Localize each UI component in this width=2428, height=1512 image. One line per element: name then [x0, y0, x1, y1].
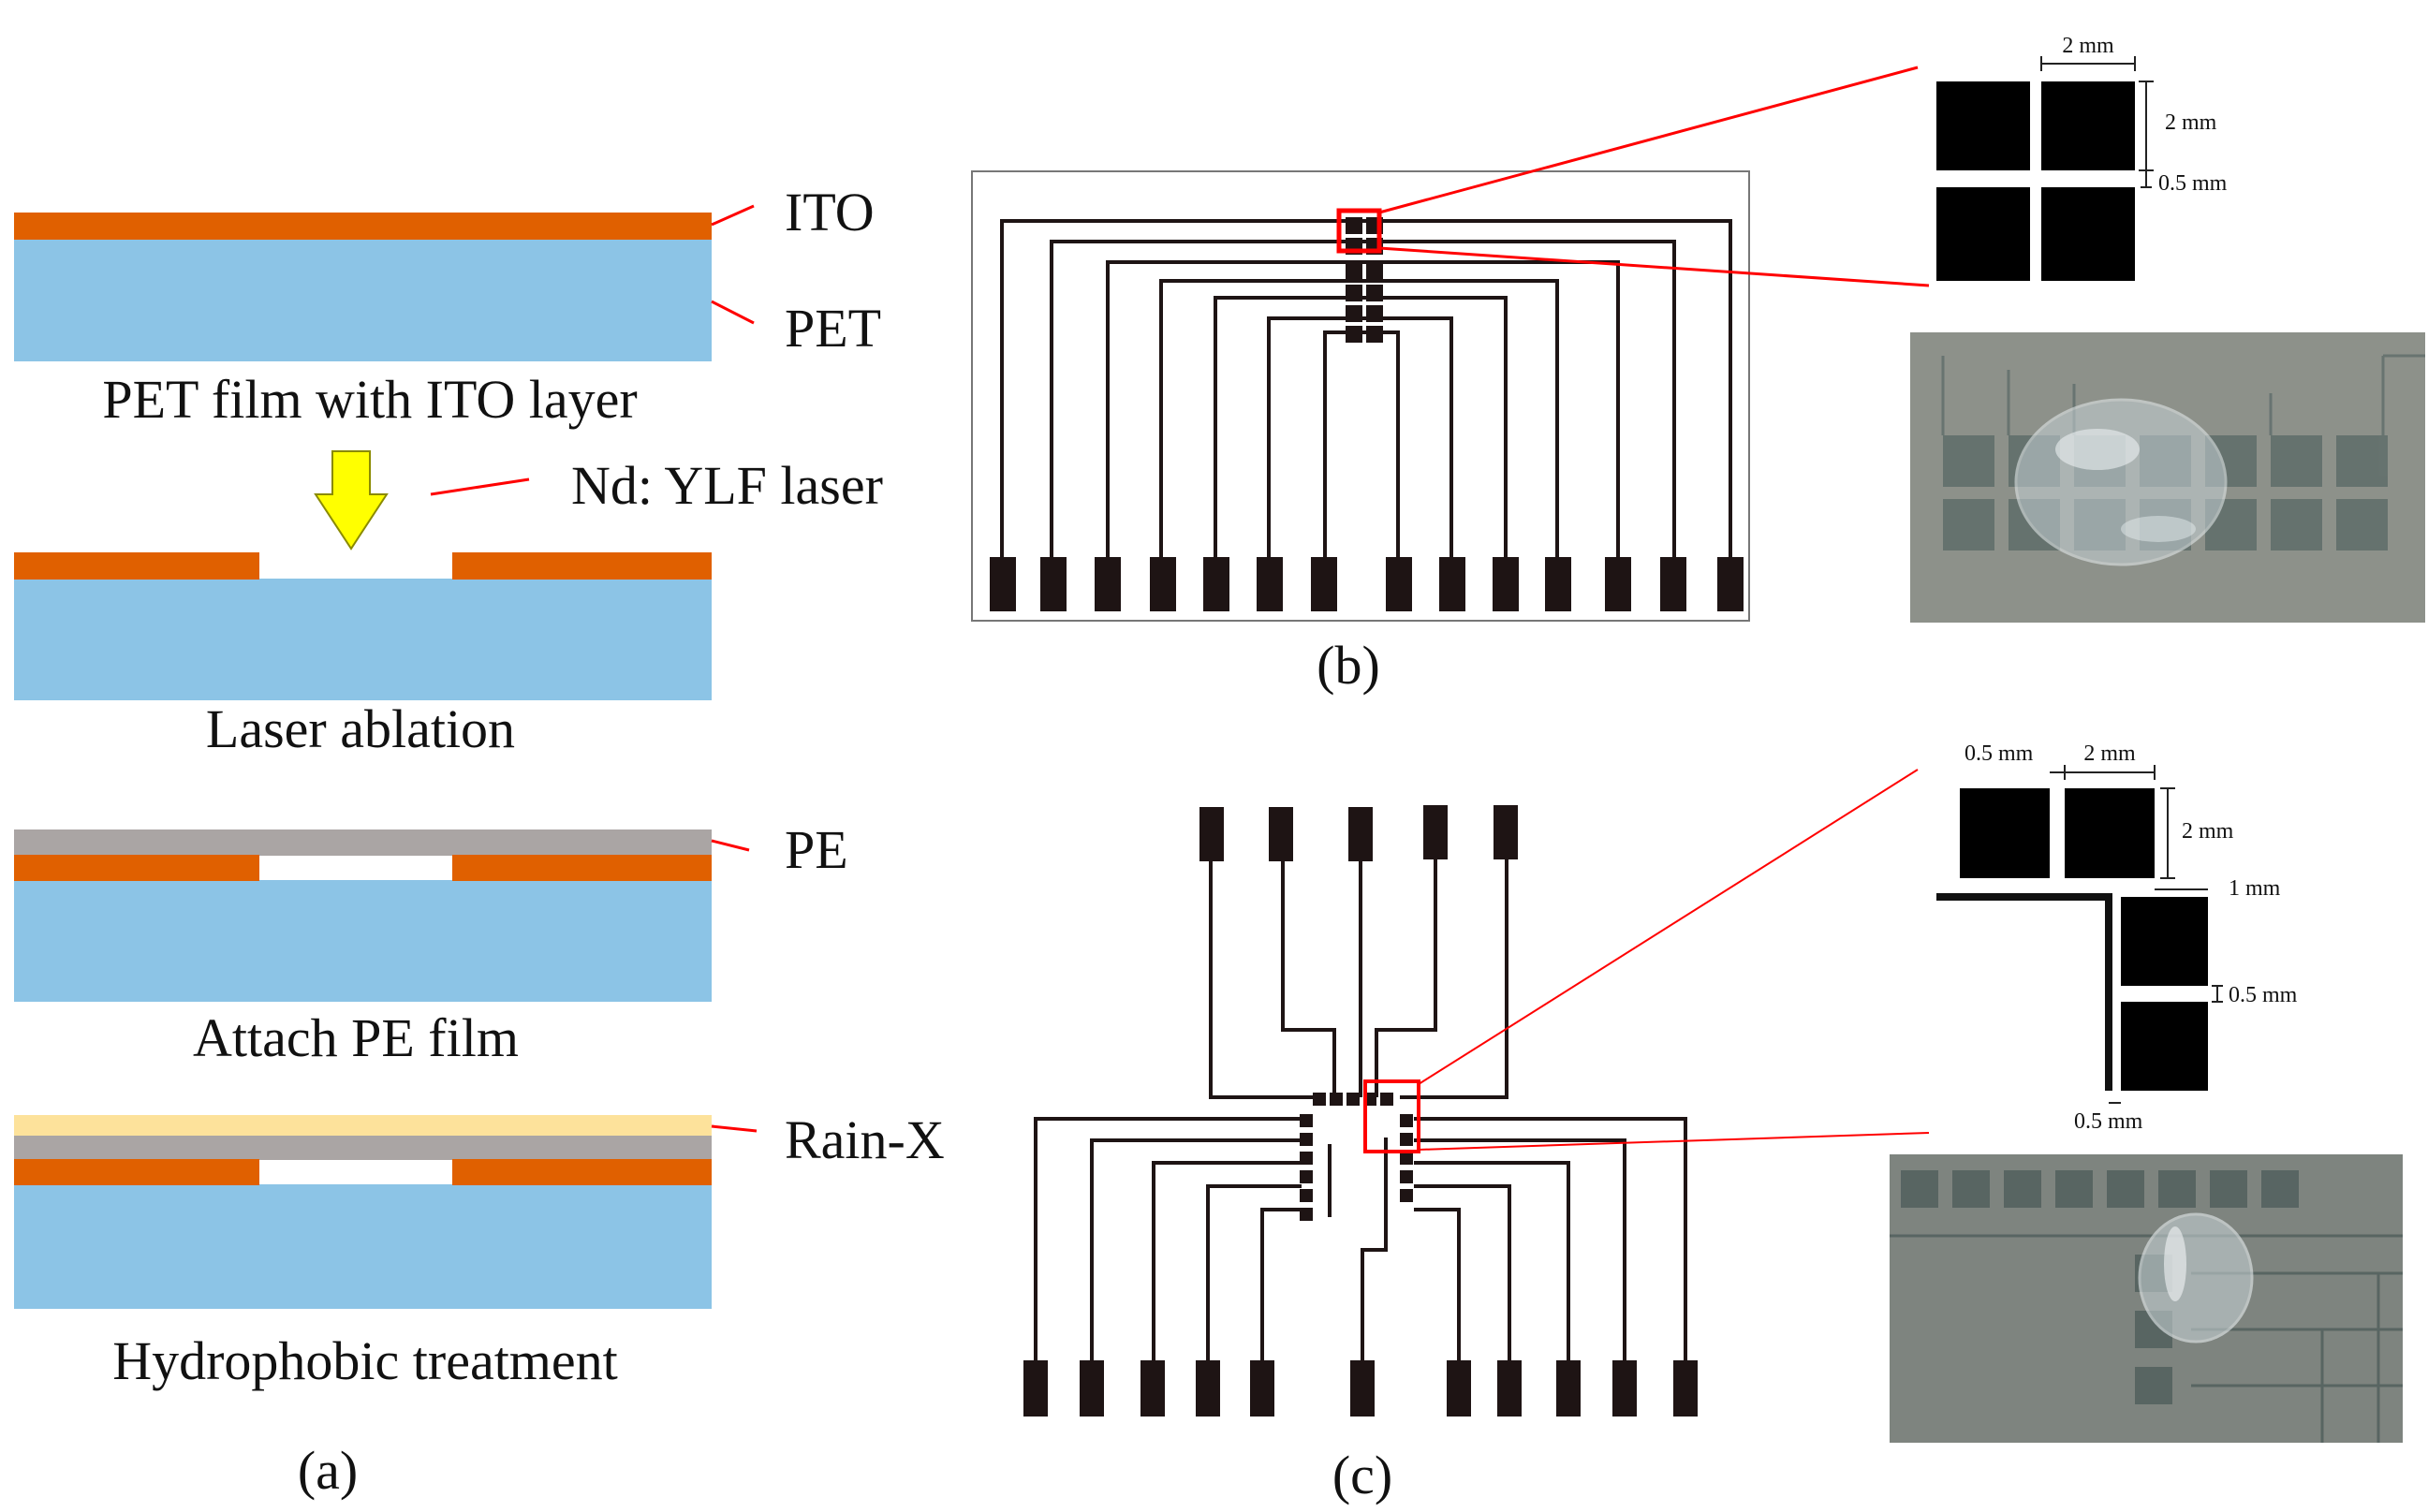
zoom-c-dim-gap-b: 0.5 mm [2074, 1109, 2143, 1134]
zoom-c-electrodes [1960, 788, 2208, 1091]
zoom-c-dim-w: 2 mm [2083, 741, 2136, 766]
zoom-c-trace [1936, 893, 2112, 1091]
pe-label: PE [785, 819, 848, 880]
rainx-layer-4 [14, 1115, 712, 1137]
chip-c-traces [1034, 847, 1687, 1372]
pet-leader [711, 300, 755, 325]
laser-leader [430, 477, 530, 496]
ito-leader [711, 204, 755, 227]
layer-stack-3 [14, 829, 712, 1002]
step3-caption: Attach PE film [193, 1007, 519, 1068]
ito-layer-2-right [452, 552, 712, 580]
laser-label: Nd: YLF laser [571, 455, 883, 516]
zoom-c-dimension-lines [2050, 765, 2223, 1104]
laser-arrow-icon [314, 450, 389, 550]
chip-c-zoom-box [1363, 1079, 1420, 1153]
layer-stack-2 [14, 552, 712, 700]
zoom-c-dim-offset: 1 mm [2229, 876, 2281, 901]
chip-b-zoom-line-top [1378, 66, 1919, 214]
pet-label: PET [785, 298, 881, 359]
photo-c [1890, 1154, 2403, 1443]
ito-layer-4-left [14, 1159, 259, 1185]
droplet-b-icon [2014, 398, 2228, 566]
panel-c: 0.5 mm 2 mm 2 mm 1 mm 0.5 mm 0.5 mm [1023, 741, 2403, 1505]
pe-layer-3 [14, 829, 712, 856]
chip-b-outline [971, 170, 1750, 622]
layer-stack-1 [14, 213, 712, 361]
zoom-b-dim-w: 2 mm [2062, 34, 2114, 58]
zoom-c-dim-h: 2 mm [2182, 819, 2234, 844]
ito-layer-3-left [14, 855, 259, 881]
panel-a: ITO PET PET film with ITO layer Nd: YLF … [14, 182, 945, 1501]
zoom-c-dim-gap-v: 0.5 mm [2229, 983, 2298, 1007]
pet-layer-2 [14, 579, 712, 700]
pet-layer-1 [14, 239, 712, 361]
chip-c-zoom-line-top [1418, 769, 1919, 1085]
panel-b-label: (b) [1317, 635, 1380, 696]
zoom-b-electrodes [1936, 81, 2135, 281]
ito-layer-3-right [452, 855, 712, 881]
ito-label: ITO [785, 182, 875, 242]
zoom-b-dim-h: 2 mm [2165, 110, 2217, 135]
photo-b [1910, 332, 2425, 623]
ito-layer-2-left [14, 552, 259, 580]
pet-layer-3 [14, 880, 712, 1002]
zoom-b-dim-gap: 0.5 mm [2158, 171, 2228, 196]
chip-b-zoom-line-bottom [1378, 246, 1930, 287]
step2-caption: Laser ablation [206, 698, 515, 759]
step1-caption: PET film with ITO layer [102, 369, 637, 430]
rainx-leader [711, 1124, 758, 1133]
chip-b-contact-pads [990, 557, 1744, 611]
chip-b-electrode-array [1346, 217, 1383, 343]
ito-layer-4-right [452, 1159, 712, 1185]
pe-layer-4 [14, 1136, 712, 1160]
zoom-c-dim-gap-top: 0.5 mm [1964, 741, 2034, 766]
droplet-c-icon [2138, 1212, 2254, 1343]
pet-layer-4 [14, 1184, 712, 1309]
panel-b: 2 mm 2 mm 0.5 mm [971, 34, 2425, 696]
chip-c-bottom-pads [1023, 1360, 1698, 1417]
layer-stack-4 [14, 1115, 712, 1309]
ito-layer-1 [14, 213, 712, 240]
chip-c-top-pads [1199, 805, 1518, 861]
zoom-b-dimension-lines [2040, 56, 2154, 188]
rainx-label: Rain-X [785, 1109, 945, 1170]
chip-b-zoom-box [1336, 208, 1382, 254]
panel-c-label: (c) [1332, 1445, 1392, 1505]
pe-leader [711, 839, 750, 852]
chip-c-zoom-line-bottom [1418, 1132, 1930, 1151]
panel-a-label: (a) [298, 1440, 358, 1501]
step4-caption: Hydrophobic treatment [112, 1330, 618, 1391]
chip-c-electrode-array [1300, 1093, 1413, 1221]
